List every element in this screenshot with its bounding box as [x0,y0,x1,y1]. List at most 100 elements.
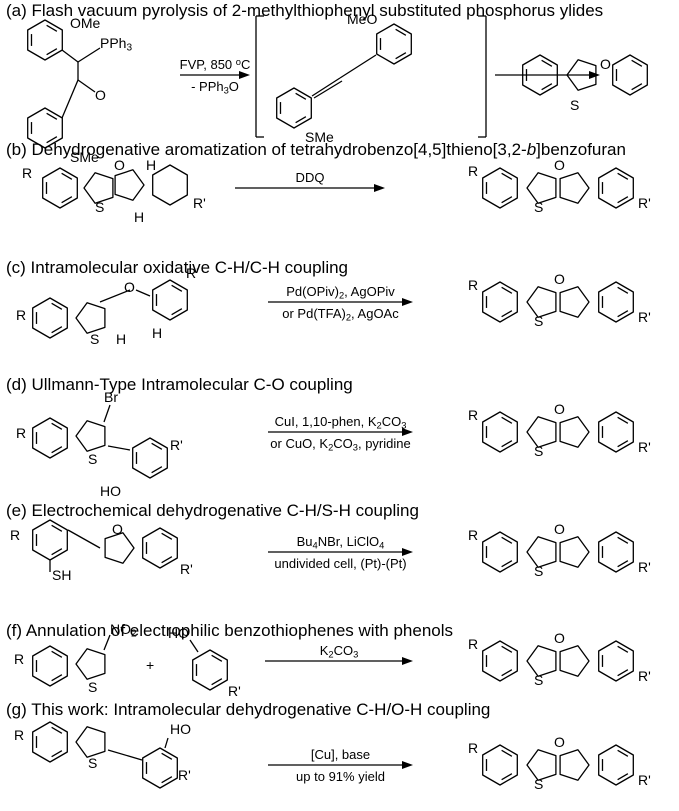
sec6-prod-ring-left-db3 [501,645,513,653]
sec7-prod-thiophene [526,749,557,781]
sec6-prod-furan [559,645,590,677]
a-int-ring-top-db1 [395,52,407,60]
c-sm-thiophene [75,302,106,334]
a-prod-label-o: O [600,56,611,72]
f-label-plus: + [146,657,155,673]
sec2-prod-label-r: R [468,163,479,179]
sec3-prod-label-o: O [554,271,565,287]
g-sm-phenol-db1 [161,776,173,784]
c-sm-arene-db3 [51,302,63,310]
sec4-prod-label-o: O [554,401,565,417]
c-label-h2: H [152,325,163,341]
e-label-rp: R' [180,561,193,577]
conditions-above-2: DDQ [295,170,325,185]
f-no2-bond [103,634,111,651]
a-anisyl-ring-db1 [46,48,58,56]
sec2-prod-thiophene [526,172,557,204]
a-thioanisyl-ring-db1 [46,136,58,144]
sec5-prod-ring-left-db3 [501,536,513,544]
c-label-s: S [90,331,100,347]
sec7-prod-label-r: R [468,740,479,756]
b-label-s: S [95,199,105,215]
a-prod-ring-left-db1 [541,83,553,91]
sec3-prod-label-r: R [468,277,479,293]
conditions-below-4: or CuO, K2CO3, pyridine [270,436,411,453]
a-prod-ring-left-db3 [541,59,553,67]
g-label-r: R [14,727,25,743]
g-aryl-bond [107,749,143,761]
sec7-prod-ring-right-db1 [617,773,629,781]
g-oh-bond [164,737,169,749]
conditions-above-5: Bu4NBr, LiClO4 [296,534,385,551]
d-sm-thiophene [75,420,106,452]
sec2-prod-ring-right-db1 [617,196,629,204]
a-bond-1 [61,49,79,63]
section-heading-4: (d) Ullmann-Type Intramolecular C-O coup… [6,375,353,394]
b-sm-thiophene [83,172,114,204]
c-sm-aryl-db1 [171,308,183,316]
e-sm-arene [32,519,68,561]
f-sm-phenol-db3 [211,654,223,662]
sec7-prod-ring-right-db3 [617,749,629,757]
e-sm-benzo-db1 [161,556,173,564]
a-alkyne-2 [339,54,377,79]
a-alkyne-3 [313,80,343,99]
sec5-prod-ring-right-db3 [617,536,629,544]
g-label-ho: HO [170,721,191,737]
sec3-prod-ring-right-db1 [617,310,629,318]
sec2-prod-label-s: S [534,199,544,215]
f-sm-phenol [192,649,228,691]
g-sm-arene-db1 [51,750,63,758]
sec6-prod-ring-right-db1 [617,669,629,677]
sec6-prod-ring-right [598,640,634,682]
sec6-prod-ring-right-db3 [617,645,629,653]
sec5-prod-label-o: O [554,521,565,537]
a-ylide-bond [77,47,101,63]
sec4-prod-ring-right-db3 [617,416,629,424]
a-int-ring-top [376,23,412,65]
sec3-prod-ring-left-db3 [501,286,513,294]
sec4-prod-furan [559,416,590,448]
sec3-prod-ring-left-db1 [501,310,513,318]
a-label-pph3: PPh3 [100,35,133,54]
f-oh-bond [189,639,199,653]
a-int-ring-bottom-db1 [295,116,307,124]
a-prod-thiophene [566,59,597,91]
section-heading-1: (a) Flash vacuum pyrolysis of 2-methylth… [6,1,604,20]
f-sm-thiophene [75,648,106,680]
sec6-prod-label-o: O [554,630,565,646]
b-label-h1: H [146,157,157,173]
sec2-prod-ring-left-db1 [501,196,513,204]
a-anisyl-ring [27,19,63,61]
sec6-prod-thiophene [526,645,557,677]
d-label-r: R [16,425,27,441]
sec4-prod-ring-right-db1 [617,440,629,448]
sec7-prod-ring-left [482,744,518,786]
sec3-prod-ring-left [482,281,518,323]
e-label-o: O [112,521,123,537]
sec2-prod-ring-right [598,167,634,209]
section-heading-3: (c) Intramolecular oxidative C-H/C-H cou… [6,258,349,277]
sec6-prod-label-s: S [534,672,544,688]
sec7-prod-label-rp: R' [638,772,651,788]
f-sm-arene-db3 [51,650,63,658]
d-br-bond [103,404,111,423]
g-sm-thiophene [75,726,106,758]
conditions-above-4: CuI, 1,10-phen, K2CO3 [274,414,407,431]
sec2-prod-label-o: O [554,157,565,173]
conditions-below-5: undivided cell, (Pt)-(Pt) [274,556,407,571]
a-label-o: O [95,87,106,103]
section-heading-6: (f) Annulation of electrophilic benzothi… [6,621,454,640]
g-label-rp: R' [178,767,191,783]
a-prod-ring-right [612,54,648,96]
conditions-below-3: or Pd(TFA)2, AgOAc [282,306,399,323]
a-int-ring-bottom [276,87,312,129]
b-label-rp: R' [193,195,206,211]
a-prod-ring-left [522,54,558,96]
c-sm-aryl-db3 [171,284,183,292]
b-label-r: R [22,165,33,181]
sec2-prod-ring-right-db3 [617,172,629,180]
a-label-meo: MeO [347,11,378,27]
c-label-r: R [16,307,27,323]
f-label-ho: HO [168,625,189,641]
